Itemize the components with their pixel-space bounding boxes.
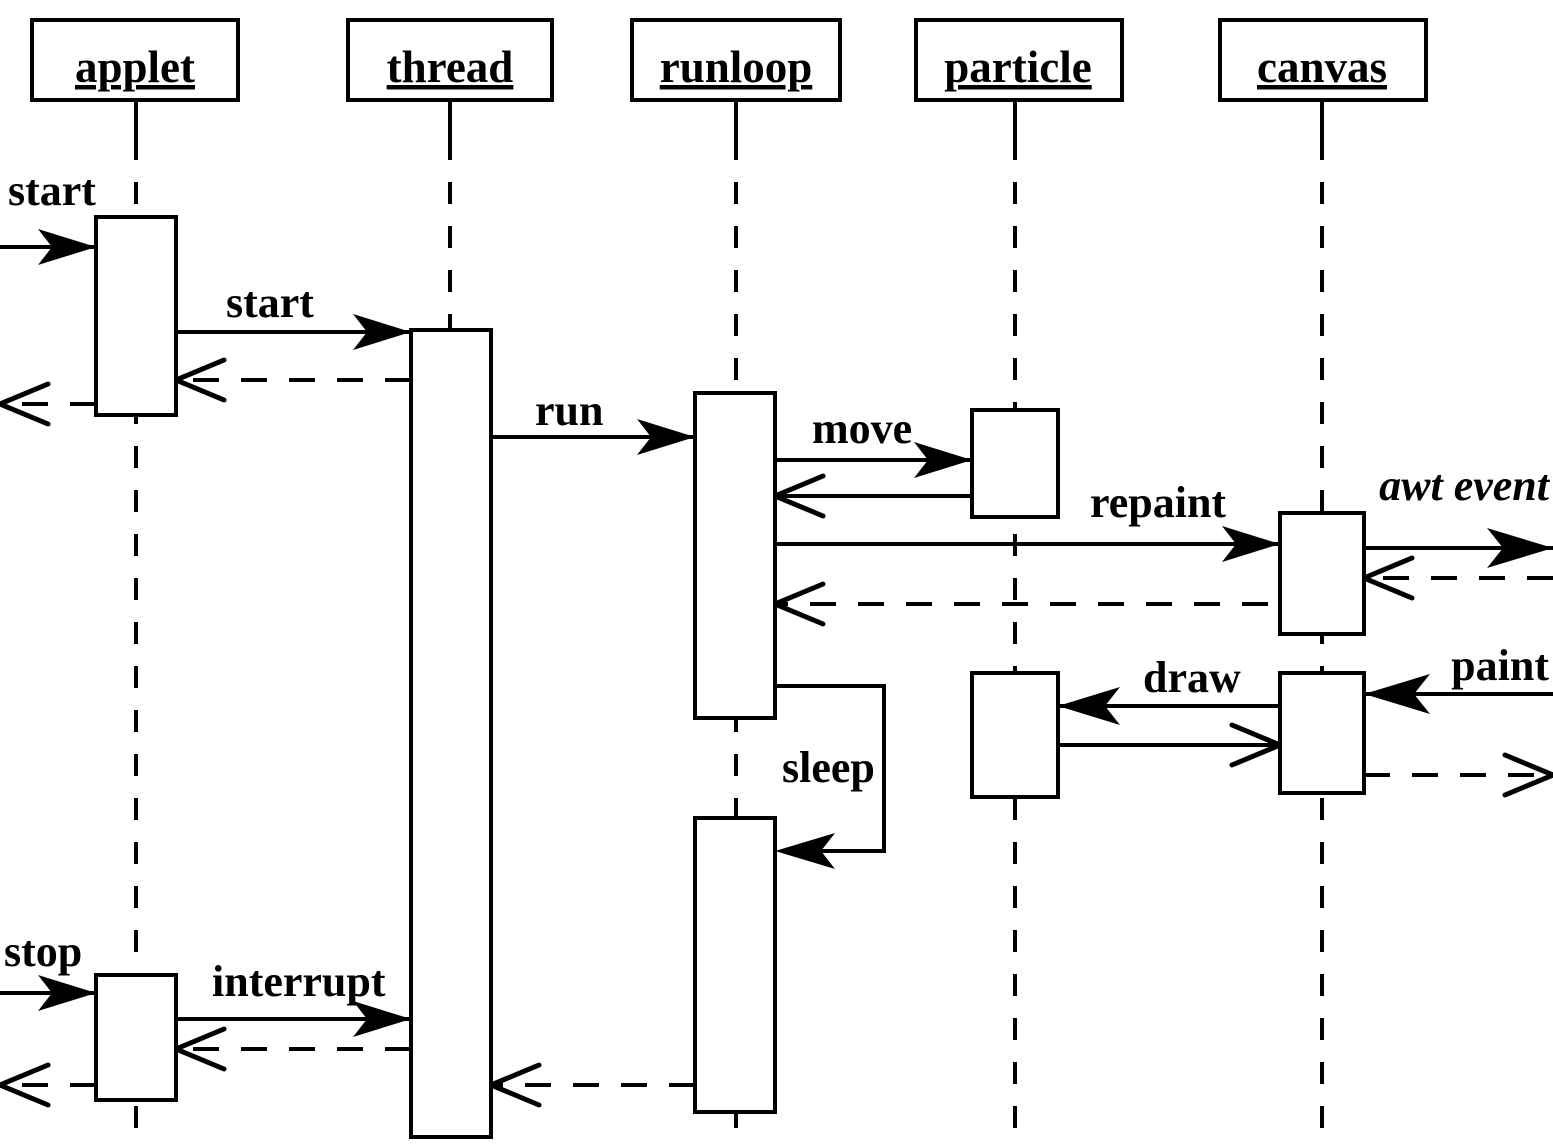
- activation-canvas-paint[interactable]: [1278, 671, 1366, 795]
- arrowhead-awt-event: [1487, 528, 1553, 568]
- activation-thread-main[interactable]: [409, 328, 493, 1139]
- message-label-repaint: repaint: [1090, 478, 1226, 527]
- message-label-paint: paint: [1451, 641, 1549, 690]
- arrowhead-draw: [1058, 687, 1120, 725]
- arrowhead-run: [637, 419, 695, 455]
- activation-particle-draw[interactable]: [970, 671, 1060, 799]
- activation-particle-move[interactable]: [970, 408, 1060, 519]
- activation-runloop-run[interactable]: [693, 391, 777, 720]
- message-label-stop-external: stop: [4, 927, 82, 976]
- activation-runloop-sleep[interactable]: [693, 816, 777, 1114]
- message-label-interrupt: interrupt: [212, 957, 386, 1006]
- messages-group: [0, 229, 1553, 1108]
- message-label-run: run: [535, 386, 603, 435]
- arrowhead-sleep: [775, 833, 835, 869]
- arrowhead-start-external: [38, 229, 96, 265]
- message-label-start-external: start: [8, 166, 96, 215]
- participant-particle[interactable]: particle: [914, 18, 1124, 102]
- participant-box-runloop[interactable]: [630, 18, 842, 102]
- participant-runloop[interactable]: runloop: [630, 18, 842, 102]
- participant-box-canvas[interactable]: [1218, 18, 1428, 102]
- participant-canvas[interactable]: canvas: [1218, 18, 1428, 102]
- participant-box-particle[interactable]: [914, 18, 1124, 102]
- arrowhead-stop-external: [38, 975, 96, 1011]
- message-labels-group: start start run move repaint awt event p…: [4, 166, 1551, 1006]
- activation-applet-start[interactable]: [94, 215, 178, 417]
- message-line-sleep-selfcall: [775, 684, 886, 853]
- participant-label-particle: particle: [944, 42, 1091, 92]
- activation-applet-stop[interactable]: [94, 973, 178, 1102]
- arrowhead-move: [914, 442, 972, 478]
- arrowhead-start-thread: [353, 314, 411, 350]
- activation-canvas-repaint[interactable]: [1278, 511, 1366, 636]
- arrowhead-applet-return-2: [0, 1062, 51, 1108]
- participant-thread[interactable]: thread: [346, 18, 554, 102]
- message-label-sleep: sleep: [782, 743, 875, 792]
- arrowhead-paint-return: [1502, 752, 1553, 798]
- arrowhead-interrupt: [353, 1001, 411, 1037]
- message-label-awt-event: awt event: [1379, 461, 1551, 510]
- participant-label-thread: thread: [387, 42, 514, 92]
- message-label-move: move: [812, 404, 912, 453]
- participant-label-applet: applet: [75, 42, 195, 92]
- activations-group: [94, 215, 1366, 1139]
- participant-applet[interactable]: applet: [30, 18, 240, 102]
- arrowhead-repaint: [1222, 526, 1280, 562]
- arrowhead-paint: [1364, 674, 1430, 714]
- participant-label-canvas: canvas: [1257, 42, 1387, 92]
- message-label-draw: draw: [1143, 653, 1241, 702]
- participant-box-applet[interactable]: [30, 18, 240, 102]
- participant-box-thread[interactable]: [346, 18, 554, 102]
- message-label-start-thread: start: [226, 278, 314, 327]
- arrowhead-applet-return: [0, 381, 51, 427]
- participant-label-runloop: runloop: [660, 42, 813, 92]
